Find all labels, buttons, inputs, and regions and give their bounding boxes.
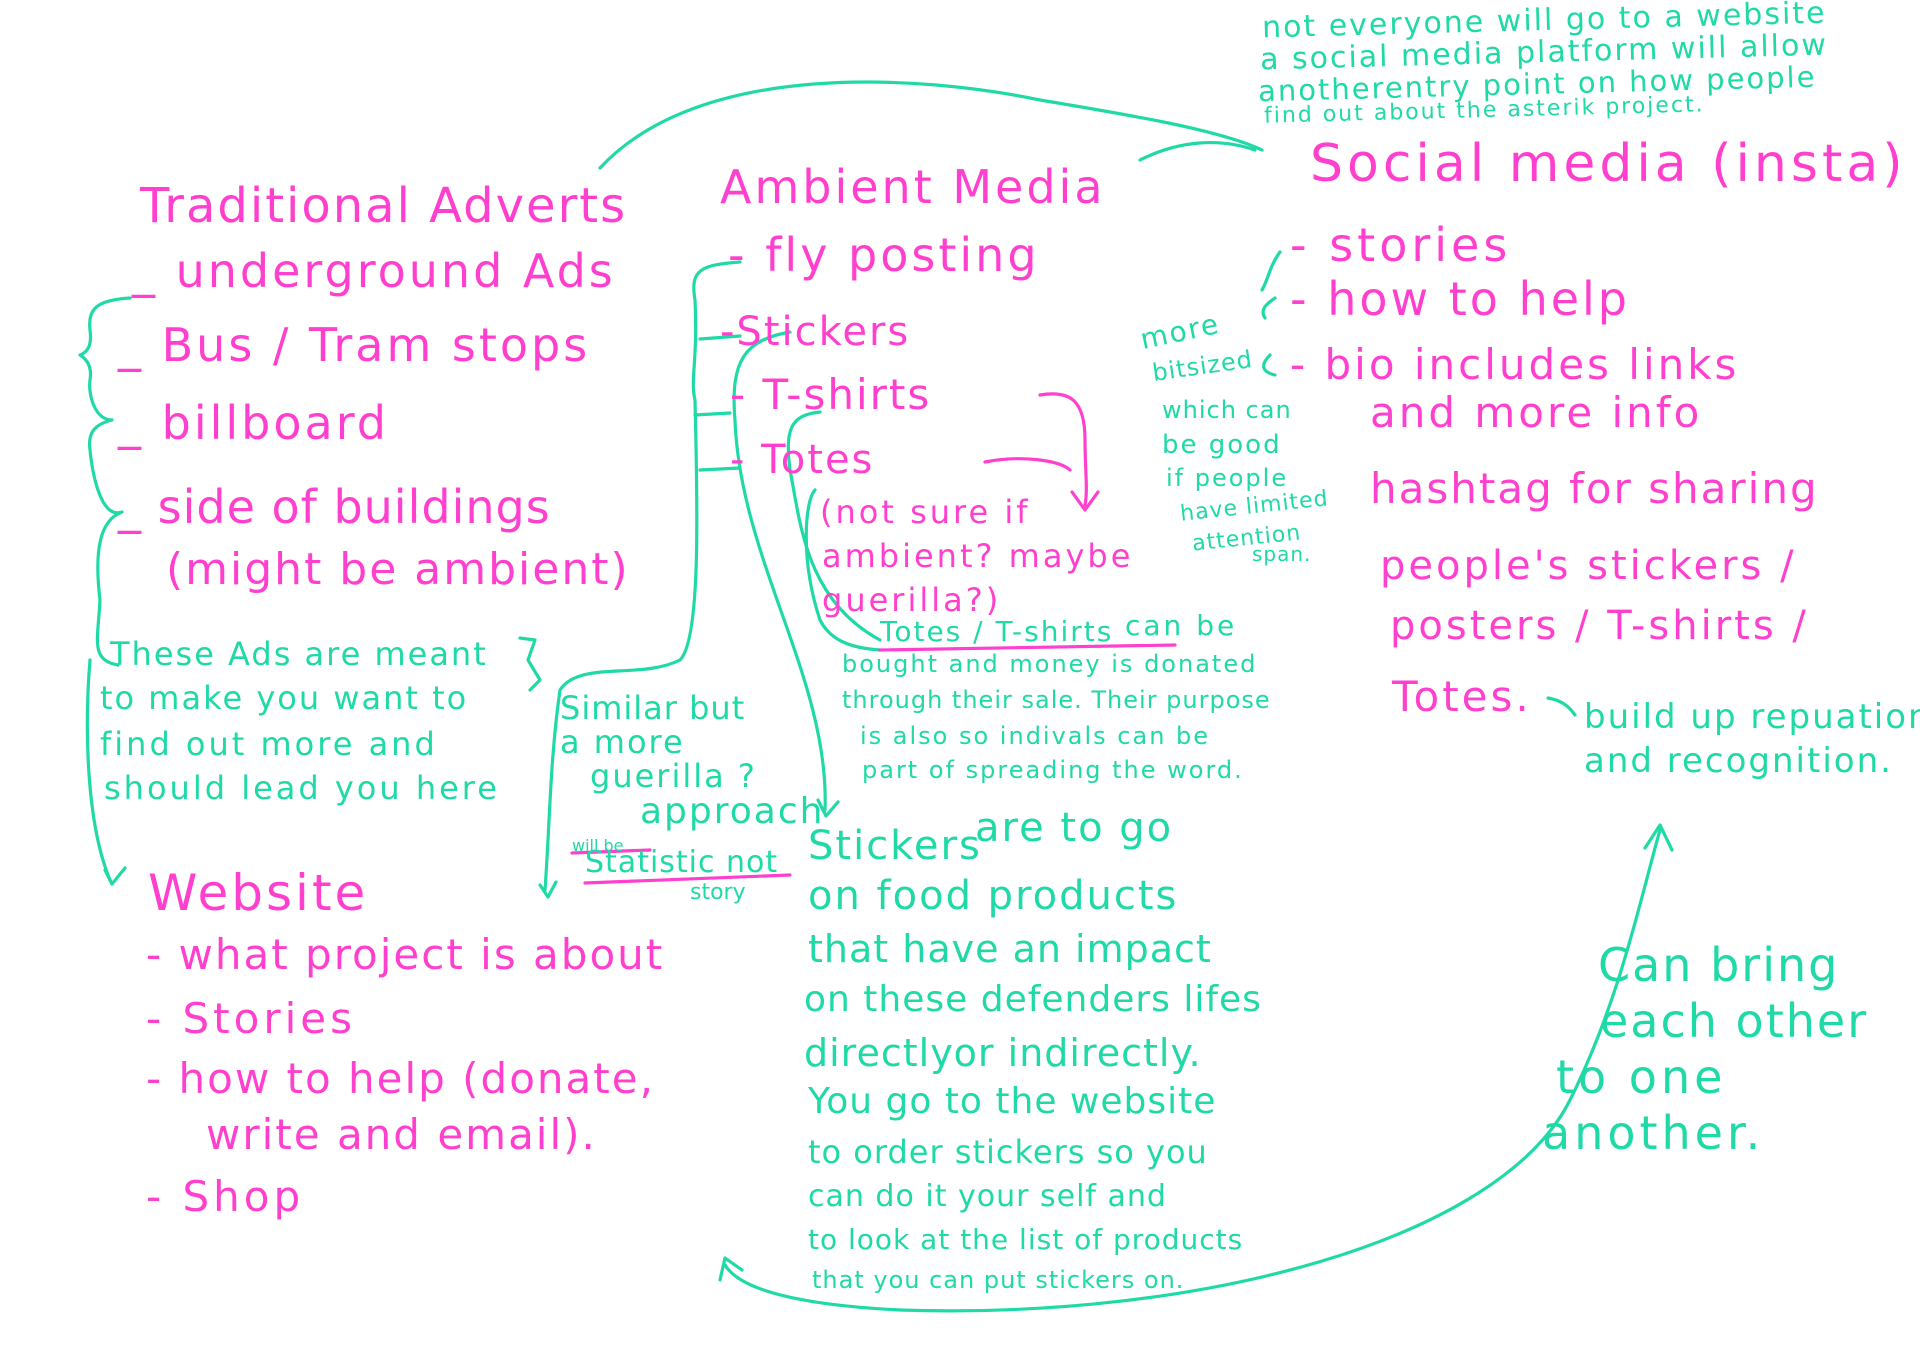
stickers-note-line: on these defenders lifes: [804, 979, 1262, 1020]
traditional-item: _ underground Ads: [132, 244, 616, 298]
traditional-comment-line: These Ads are meant: [110, 635, 488, 673]
stickers-note-head: Stickers: [808, 823, 982, 869]
stickers-note-line: to look at the list of products: [808, 1223, 1244, 1256]
social-title: Social media (insta): [1310, 134, 1907, 194]
ambient-title: Ambient Media: [720, 160, 1106, 214]
totes-note-line: part of spreading the word.: [862, 756, 1244, 784]
ambient-item: - T-shirts: [730, 370, 932, 419]
ambient-item: -Stickers: [720, 309, 911, 355]
traditional-title: Traditional Adverts: [140, 178, 628, 234]
social-item: hashtag for sharing: [1370, 464, 1819, 513]
totes-note-head: Totes / T-shirts: [880, 615, 1114, 648]
website-item: write and email).: [206, 1110, 597, 1159]
stickers-note-line: directlyor indirectly.: [804, 1031, 1202, 1075]
traditional-item: _ Bus / Tram stops: [118, 318, 591, 372]
ambient-unsure-line: ambient? maybe: [822, 537, 1134, 575]
arrow-to-website: [103, 866, 127, 886]
ambient-unsure-line: (not sure if: [820, 493, 1031, 531]
website-item: - what project is about: [146, 930, 665, 979]
website-item: - Stories: [146, 994, 356, 1043]
bring-line: Can bring: [1598, 938, 1840, 992]
website-item: - how to help (donate,: [146, 1054, 655, 1103]
traditional-item: _ billboard: [118, 396, 389, 450]
stickers-note-line: to order stickers so you: [808, 1133, 1208, 1171]
traditional-comment-line: to make you want to: [100, 679, 469, 717]
website-item: - Shop: [146, 1172, 305, 1221]
bring-line: each other: [1600, 994, 1869, 1048]
link-ambient-to-social: [1138, 140, 1257, 162]
social-item: - stories: [1290, 218, 1512, 272]
comment-bracket: [518, 636, 542, 692]
similar-line: Similar but: [560, 689, 746, 727]
website-title: Website: [148, 864, 369, 922]
ambient-item: - Totes: [730, 437, 875, 483]
totes-bracket: [786, 410, 882, 642]
totes-arrow: [983, 457, 1072, 472]
social-item: people's stickers /: [1380, 543, 1797, 589]
similar-line: a more: [560, 723, 685, 761]
tshirt-arrow: [1038, 392, 1088, 507]
traditional-item: _ side of buildings: [118, 480, 551, 534]
social-item: Totes.: [1392, 672, 1532, 721]
arc-traditional-to-social: [598, 80, 1264, 170]
story-label: story: [690, 880, 746, 905]
stickers-link: [732, 330, 827, 812]
stickers-note-line: that have an impact: [808, 927, 1212, 971]
loop-arrow: [723, 828, 1662, 1313]
more-note-line: be good: [1162, 430, 1282, 460]
traditional-note: (might be ambient): [166, 544, 630, 595]
stickers-note-line: can do it your self and: [808, 1179, 1167, 1214]
ambient-bracket: [543, 260, 742, 892]
social-bracket: [1260, 250, 1282, 377]
reputation-line: and recognition.: [1584, 741, 1893, 781]
bring-line: another.: [1542, 1106, 1765, 1160]
stickers-note-line: You go to the website: [808, 1081, 1217, 1122]
stickers-note-head-rest: are to go: [975, 805, 1174, 851]
social-item: and more info: [1370, 388, 1703, 437]
totes-bracket-2: [804, 488, 882, 652]
traditional-comment-line: find out more and: [100, 725, 438, 763]
social-item: - how to help: [1290, 272, 1630, 326]
stickers-note-line: that you can put stickers on.: [812, 1266, 1185, 1294]
social-item: posters / T-shirts /: [1390, 603, 1809, 649]
totes-note-line: bought and money is donated: [842, 650, 1258, 678]
will-be-label: will be: [572, 836, 624, 855]
more-note-line: span.: [1252, 542, 1312, 566]
traditional-comment-line: should lead you here: [104, 769, 500, 807]
totes-note-head-rest: can be: [1125, 609, 1238, 642]
reputation-line: build up repuation: [1584, 697, 1920, 737]
arrow-to-website-2: [538, 880, 558, 899]
similar-line: approach: [640, 791, 825, 832]
statistic-label: Statistic not: [585, 845, 779, 880]
traditional-bracket: [78, 296, 132, 882]
stickers-note-line: on food products: [808, 873, 1179, 919]
similar-line: guerilla ?: [590, 757, 757, 795]
more-note-line: which can: [1162, 396, 1292, 424]
ambient-item: - fly posting: [728, 228, 1040, 282]
bring-line: to one: [1556, 1050, 1727, 1104]
totes-note-line: is also so indivals can be: [860, 722, 1211, 750]
more-note-line: if people: [1166, 464, 1289, 492]
totes-note-line: through their sale. Their purpose: [842, 686, 1271, 714]
ambient-unsure-line: guerilla?): [822, 581, 1002, 619]
social-item: - bio includes links: [1290, 340, 1740, 389]
